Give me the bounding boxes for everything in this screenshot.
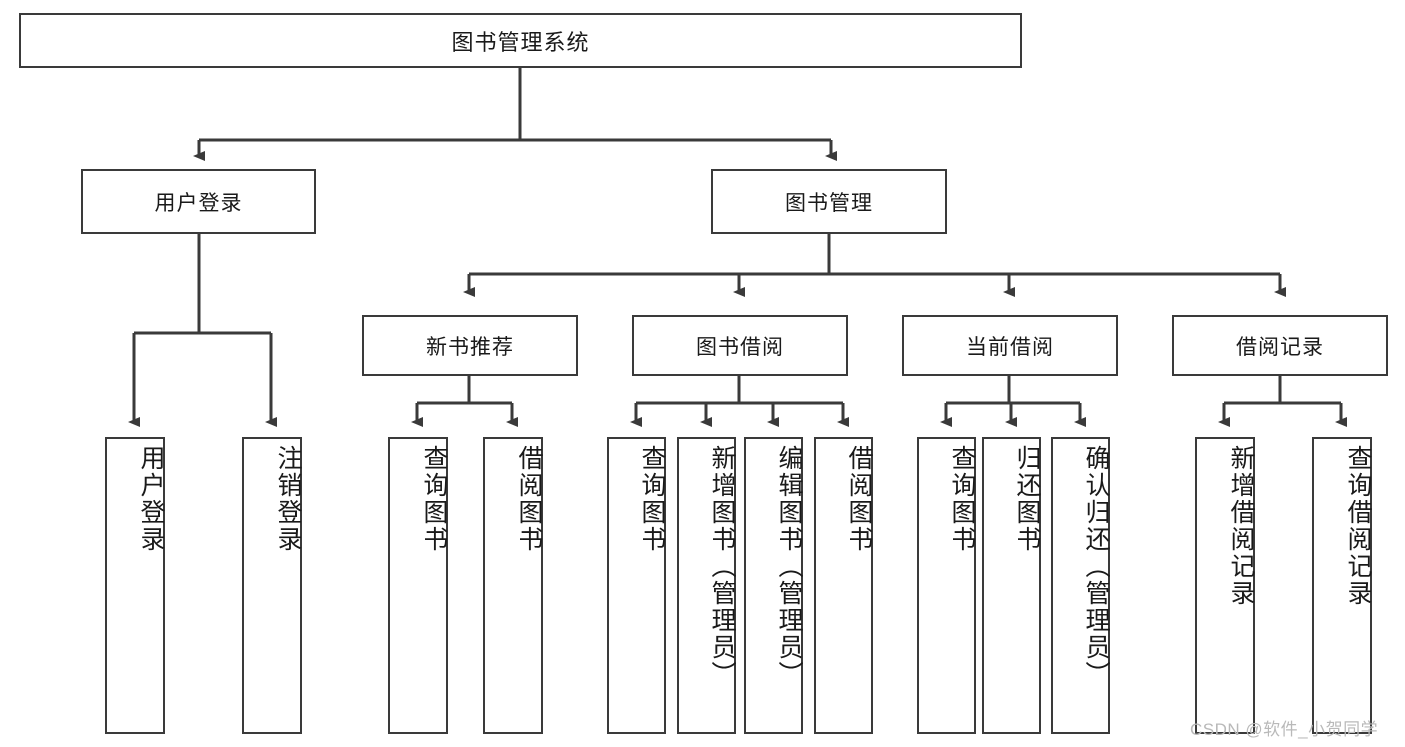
node-label: 查询图书 (948, 445, 976, 553)
leaf-current-borrow-query[interactable]: 查询图书 (917, 437, 976, 734)
leaf-book-borrow-add[interactable]: 新增图书（管理员） (677, 437, 736, 734)
node-borrow-record[interactable]: 借阅记录 (1172, 315, 1388, 376)
node-label: 新增借阅记录 (1227, 445, 1255, 607)
node-label: 查询借阅记录 (1344, 445, 1372, 607)
node-label: 新增图书（管理员） (708, 445, 736, 688)
node-label: 借阅图书 (515, 445, 543, 553)
node-label: 新书推荐 (426, 335, 514, 359)
node-label: 编辑图书（管理员） (775, 445, 803, 688)
node-label: 用户登录 (154, 191, 243, 215)
node-label: 归还图书 (1013, 445, 1041, 553)
leaf-current-borrow-confirm-return[interactable]: 确认归还（管理员） (1051, 437, 1110, 734)
leaf-borrow-record-add[interactable]: 新增借阅记录 (1195, 437, 1255, 734)
leaf-new-book-query[interactable]: 查询图书 (388, 437, 448, 734)
node-label: 借阅图书 (845, 445, 873, 553)
leaf-current-borrow-return[interactable]: 归还图书 (982, 437, 1041, 734)
node-label: 查询图书 (420, 445, 448, 553)
node-label: 图书管理系统 (451, 29, 590, 55)
node-label: 当前借阅 (966, 335, 1054, 359)
node-label: 借阅记录 (1236, 335, 1324, 359)
watermark: CSDN @软件_小贺同学 (1190, 720, 1379, 739)
leaf-new-book-borrow[interactable]: 借阅图书 (483, 437, 543, 734)
leaf-book-borrow-edit[interactable]: 编辑图书（管理员） (744, 437, 803, 734)
node-user-login[interactable]: 用户登录 (81, 169, 316, 234)
node-book-borrow[interactable]: 图书借阅 (632, 315, 848, 376)
node-label: 用户登录 (137, 445, 165, 553)
node-label: 确认归还（管理员） (1082, 445, 1110, 688)
node-root-system[interactable]: 图书管理系统 (19, 13, 1022, 68)
leaf-user-login-logout[interactable]: 注销登录 (242, 437, 302, 734)
leaf-book-borrow-query[interactable]: 查询图书 (607, 437, 666, 734)
leaf-book-borrow-borrow[interactable]: 借阅图书 (814, 437, 873, 734)
node-label: 图书管理 (785, 191, 873, 215)
node-label: 注销登录 (274, 445, 302, 553)
node-label: 查询图书 (638, 445, 666, 553)
node-current-borrow[interactable]: 当前借阅 (902, 315, 1118, 376)
leaf-borrow-record-query[interactable]: 查询借阅记录 (1312, 437, 1372, 734)
node-label: 图书借阅 (696, 335, 784, 359)
node-new-book-recommend[interactable]: 新书推荐 (362, 315, 578, 376)
leaf-user-login-login[interactable]: 用户登录 (105, 437, 165, 734)
node-book-management[interactable]: 图书管理 (711, 169, 947, 234)
